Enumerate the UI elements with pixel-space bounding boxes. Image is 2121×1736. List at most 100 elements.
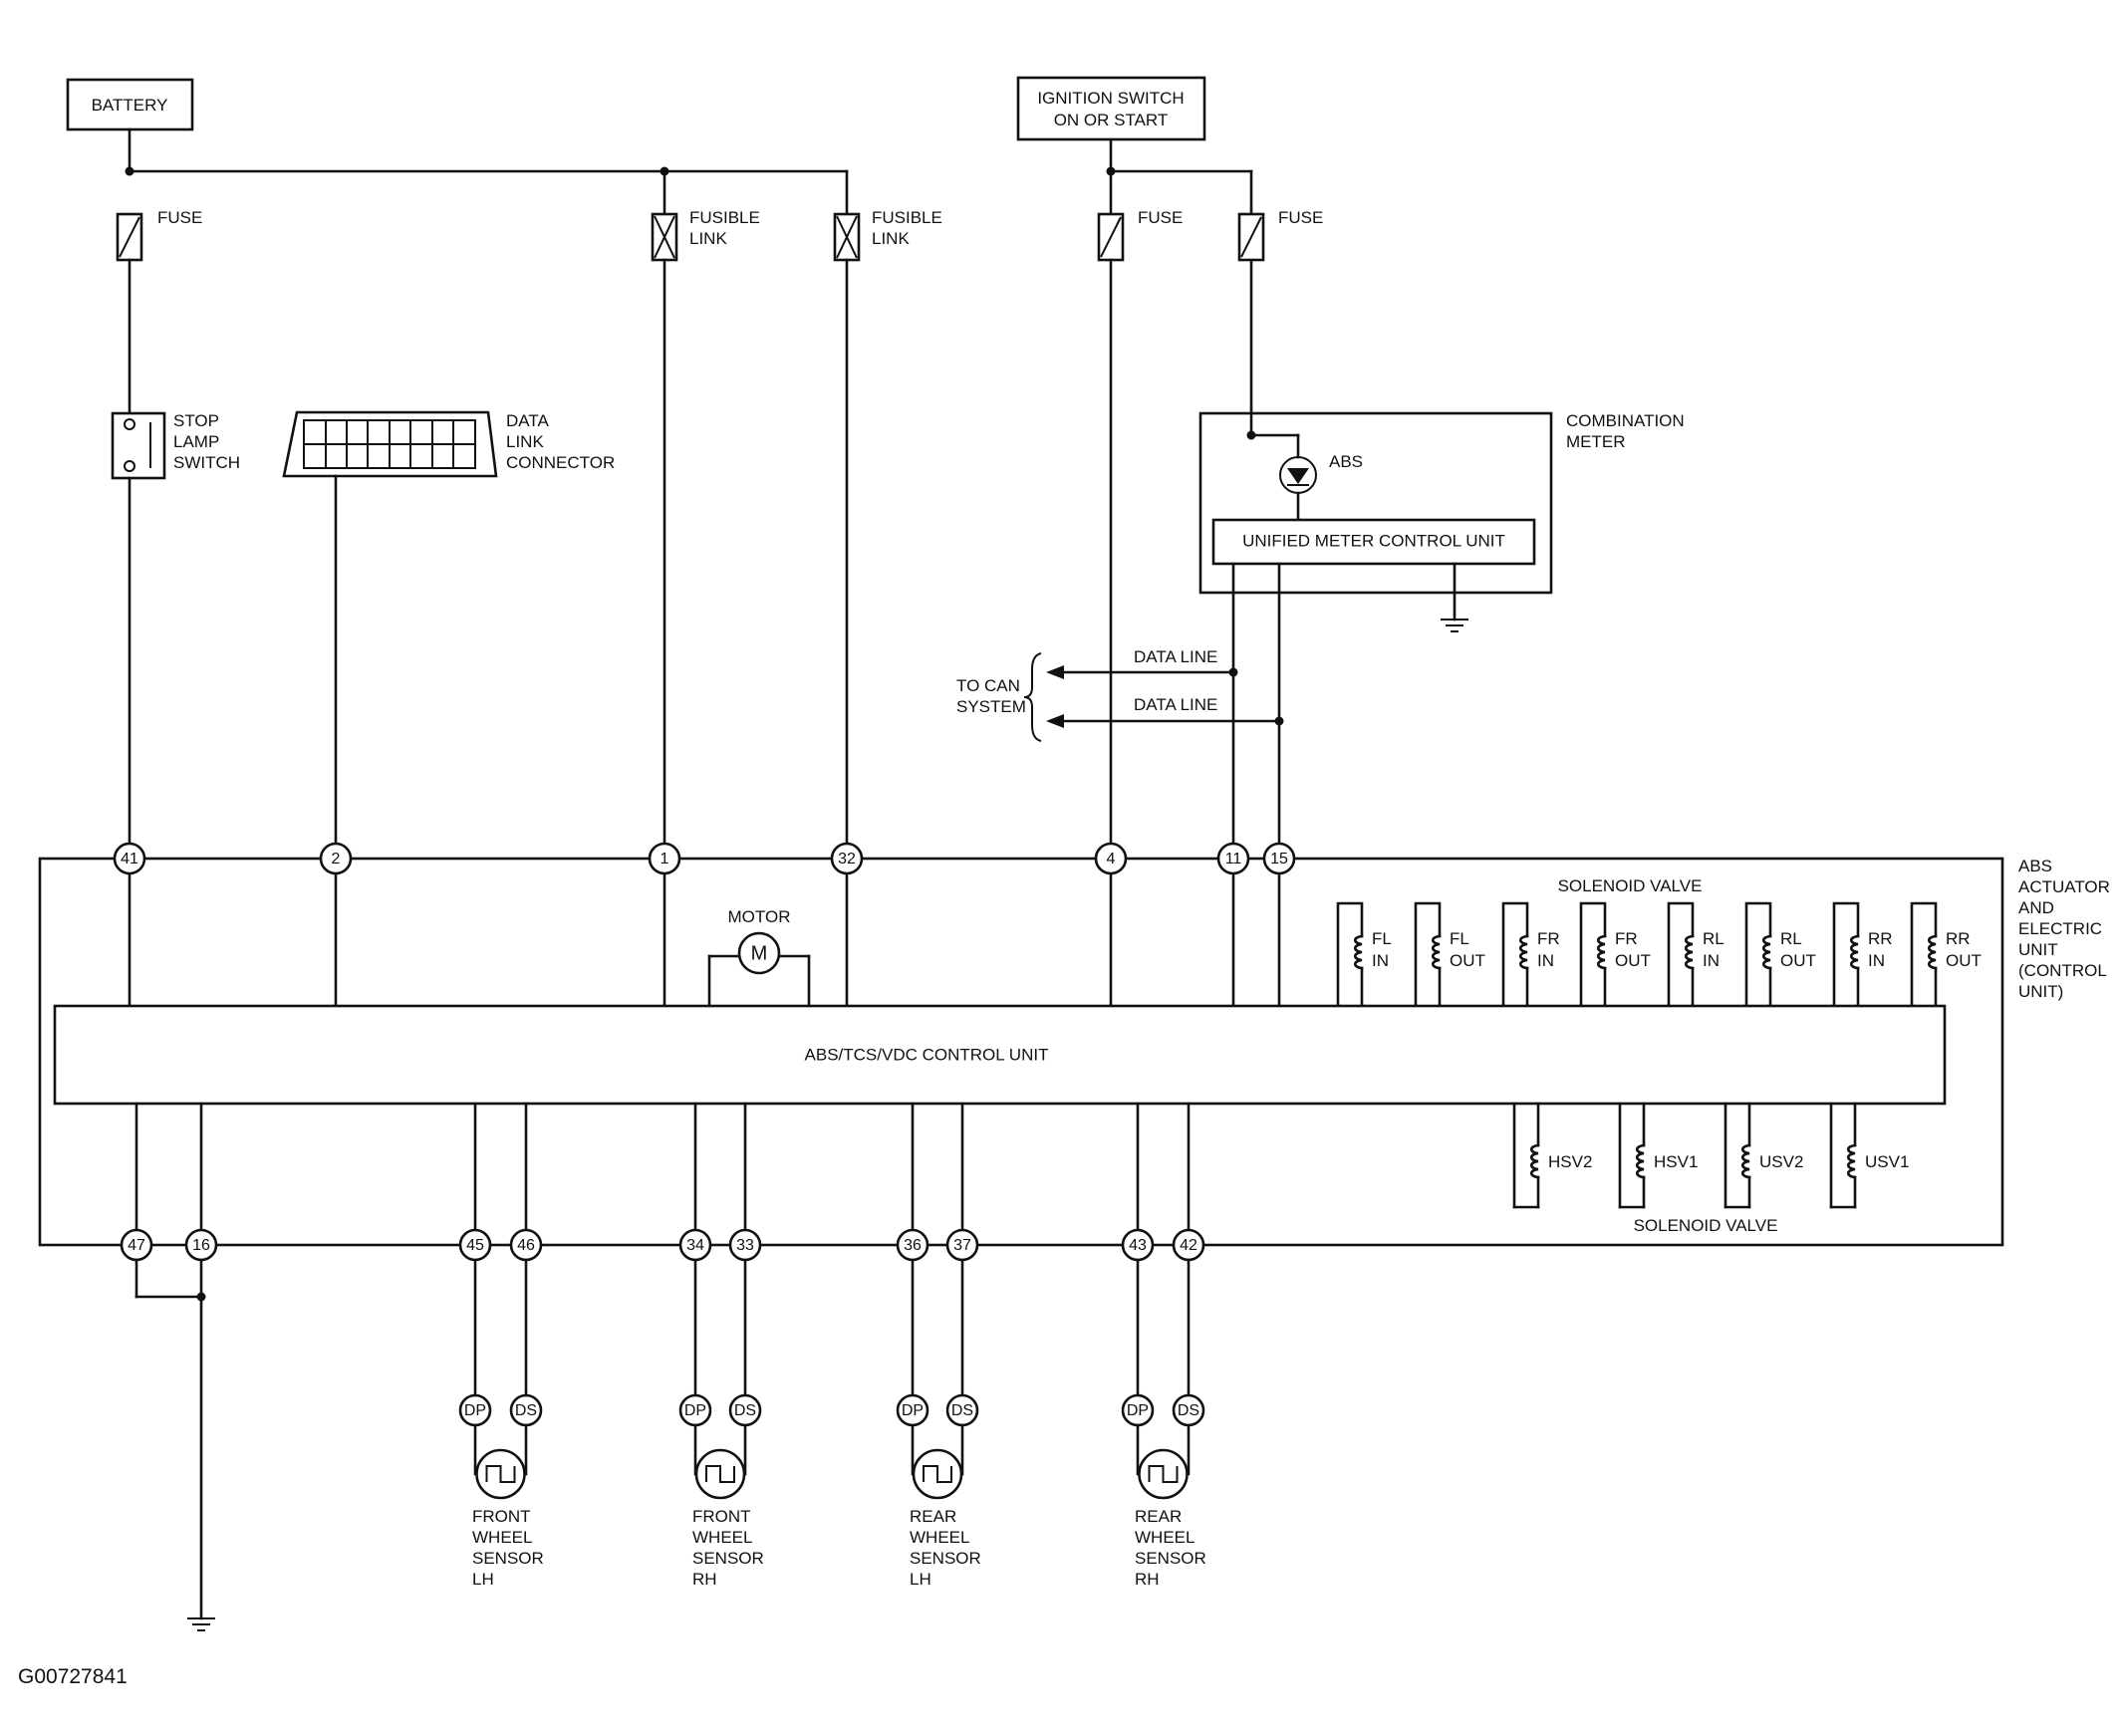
svg-text:32: 32 (838, 851, 856, 868)
dlc-line1: DATA (506, 411, 549, 430)
solenoid-valve-usv1: USV1 (1829, 1102, 1909, 1209)
svg-text:OUT: OUT (1615, 951, 1651, 970)
ignition-bus (1106, 137, 1253, 216)
abs-tcs-vdc-control-unit (53, 1004, 1947, 1106)
control-unit-label: ABS/TCS/VDC CONTROL UNIT (805, 1045, 1049, 1064)
svg-text:15: 15 (1270, 851, 1288, 868)
svg-text:46: 46 (517, 1237, 535, 1254)
pin-33: 33 (728, 1228, 762, 1262)
svg-text:OUT: OUT (1946, 951, 1982, 970)
svg-text:LH: LH (472, 1570, 494, 1589)
svg-text:2: 2 (332, 851, 341, 868)
svg-text:RL: RL (1780, 929, 1802, 948)
abs-warning-lamp (1246, 258, 1317, 522)
pin-32: 32 (830, 842, 864, 875)
fuse-label-2: FUSE (1138, 208, 1183, 227)
data-line-2-label: DATA LINE (1134, 695, 1217, 714)
solenoid-valve-hsv1: HSV1 (1618, 1102, 1698, 1209)
battery-box (66, 78, 194, 131)
ignition-switch-box (1016, 76, 1206, 141)
ignition-label-line2: ON OR START (1054, 111, 1169, 129)
fusible-link-1 (651, 212, 678, 262)
dlc-line2: LINK (506, 432, 544, 451)
stop-lamp-line1: STOP (173, 411, 219, 430)
pin-43: 43 (1121, 1228, 1155, 1262)
solenoid-valve-upper-label: SOLENOID VALVE (1558, 876, 1703, 895)
solenoid-valve-rl-out: RL OUT (1744, 901, 1816, 1008)
abs-actuator-box (38, 857, 2004, 1247)
unified-meter-control-unit (1211, 518, 1536, 566)
svg-text:42: 42 (1180, 1237, 1197, 1254)
pin-11: 11 (1216, 842, 1250, 875)
fusible-link-1-line1: FUSIBLE (689, 208, 760, 227)
svg-text:DP: DP (902, 1402, 924, 1419)
pin-47: 47 (120, 1228, 153, 1262)
stop-lamp-switch (111, 411, 166, 844)
image-id: G00727841 (18, 1665, 128, 1688)
actuator-label: ABS ACTUATOR AND ELECTRIC UNIT (CONTROL … (2018, 857, 2110, 1001)
svg-text:DS: DS (734, 1402, 756, 1419)
svg-text:IN: IN (1703, 951, 1720, 970)
svg-text:DS: DS (1178, 1402, 1199, 1419)
svg-text:HSV1: HSV1 (1654, 1152, 1698, 1171)
svg-text:ACTUATOR: ACTUATOR (2018, 877, 2110, 896)
motor-symbol: M (751, 942, 768, 964)
svg-text:33: 33 (736, 1237, 754, 1254)
combination-meter-box (1198, 411, 1553, 595)
svg-text:FR: FR (1615, 929, 1638, 948)
svg-text:WHEEL: WHEEL (472, 1528, 532, 1547)
solenoid-valve-fr-out: FR OUT (1579, 901, 1651, 1008)
combination-meter-line1: COMBINATION (1566, 411, 1685, 430)
svg-text:SENSOR: SENSOR (692, 1549, 764, 1568)
svg-text:DS: DS (515, 1402, 537, 1419)
svg-text:SENSOR: SENSOR (910, 1549, 981, 1568)
unified-meter-label: UNIFIED METER CONTROL UNIT (1242, 531, 1505, 550)
fusible-link-2-line2: LINK (872, 229, 910, 248)
pin-16: 16 (184, 1228, 218, 1262)
pin-1: 1 (648, 842, 681, 875)
svg-text:UNIT: UNIT (2018, 940, 2058, 959)
svg-text:RH: RH (1135, 1570, 1160, 1589)
svg-text:4: 4 (1107, 851, 1116, 868)
svg-text:ELECTRIC: ELECTRIC (2018, 919, 2102, 938)
ignition-label-line1: IGNITION SWITCH (1037, 89, 1184, 108)
svg-text:DS: DS (951, 1402, 973, 1419)
motor-label: MOTOR (728, 907, 791, 926)
svg-text:11: 11 (1225, 851, 1242, 868)
to-can-line2: SYSTEM (956, 697, 1026, 716)
svg-text:FRONT: FRONT (692, 1507, 751, 1526)
top-pins: 41 2 1 32 4 11 15 (113, 842, 1296, 875)
svg-text:RH: RH (692, 1570, 717, 1589)
abs-lamp-label: ABS (1329, 452, 1363, 471)
fusible-link-2 (833, 212, 861, 262)
svg-text:FR: FR (1537, 929, 1560, 948)
solenoid-valve-usv2: USV2 (1723, 1102, 1803, 1209)
svg-text:16: 16 (192, 1237, 210, 1254)
control-unit-ground (134, 1258, 215, 1631)
svg-text:47: 47 (128, 1237, 145, 1254)
pin-37: 37 (945, 1228, 979, 1262)
solenoid-valve-lower-label: SOLENOID VALVE (1634, 1216, 1778, 1235)
svg-text:REAR: REAR (910, 1507, 956, 1526)
svg-text:1: 1 (661, 851, 669, 868)
to-can-line1: TO CAN (956, 676, 1020, 695)
svg-text:41: 41 (121, 851, 138, 868)
svg-text:OUT: OUT (1780, 951, 1816, 970)
solenoid-valve-hsv2: HSV2 (1512, 1102, 1592, 1209)
pin-2: 2 (319, 842, 353, 875)
svg-text:WHEEL: WHEEL (910, 1528, 969, 1547)
meter-ground (1441, 562, 1468, 632)
pin-45: 45 (458, 1228, 492, 1262)
svg-text:36: 36 (904, 1237, 922, 1254)
fuse-label-1: FUSE (157, 208, 202, 227)
